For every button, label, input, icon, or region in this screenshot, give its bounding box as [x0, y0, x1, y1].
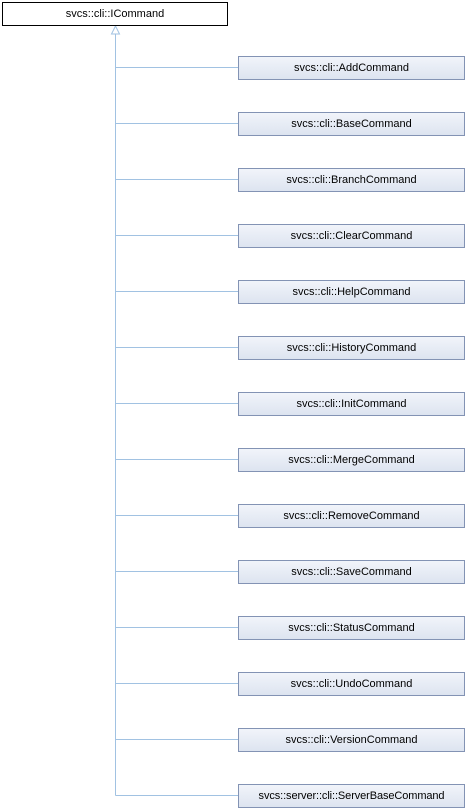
derived-class-node-save-command[interactable]: svcs::cli::SaveCommand [238, 560, 465, 584]
derived-class-node-help-command[interactable]: svcs::cli::HelpCommand [238, 280, 465, 304]
derived-class-node-undo-command[interactable]: svcs::cli::UndoCommand [238, 672, 465, 696]
inheritance-arrowhead-icon [110, 24, 121, 35]
derived-class-node-base-command[interactable]: svcs::cli::BaseCommand [238, 112, 465, 136]
derived-class-node-merge-command[interactable]: svcs::cli::MergeCommand [238, 448, 465, 472]
derived-class-node-history-command[interactable]: svcs::cli::HistoryCommand [238, 336, 465, 360]
derived-class-node-clear-command[interactable]: svcs::cli::ClearCommand [238, 224, 465, 248]
derived-class-node-init-command[interactable]: svcs::cli::InitCommand [238, 392, 465, 416]
derived-class-node-remove-command[interactable]: svcs::cli::RemoveCommand [238, 504, 465, 528]
inheritance-branch-lines [115, 67, 238, 796]
derived-class-node-server-base-command[interactable]: svcs::server::cli::ServerBaseCommand [238, 784, 465, 808]
derived-class-node-branch-command[interactable]: svcs::cli::BranchCommand [238, 168, 465, 192]
derived-class-node-add-command[interactable]: svcs::cli::AddCommand [238, 56, 465, 80]
derived-class-node-version-command[interactable]: svcs::cli::VersionCommand [238, 728, 465, 752]
derived-class-node-status-command[interactable]: svcs::cli::StatusCommand [238, 616, 465, 640]
base-class-node[interactable]: svcs::cli::ICommand [2, 2, 228, 26]
